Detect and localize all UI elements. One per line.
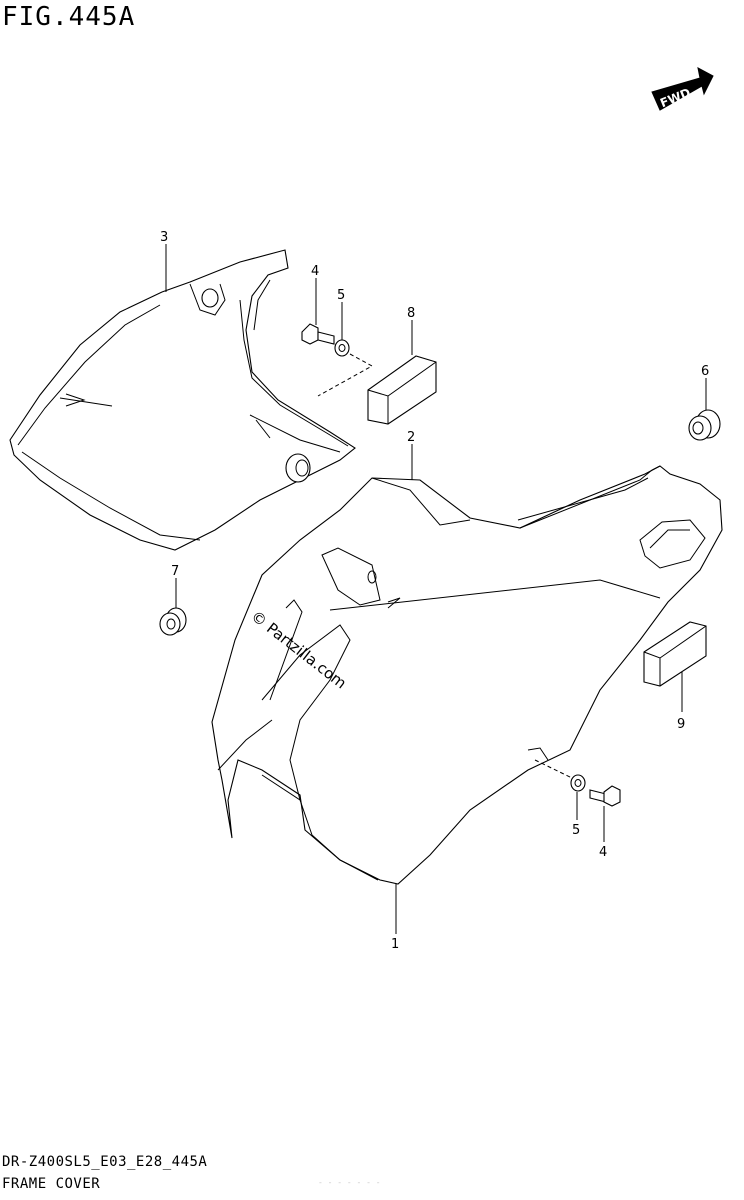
callout-8: 8 — [407, 306, 415, 321]
callout-9: 9 — [677, 717, 685, 732]
part-8-cushion[interactable] — [367, 355, 437, 425]
part-4-bolt-lower[interactable] — [589, 785, 621, 807]
callout-2: 2 — [407, 430, 415, 445]
part-9-cushion[interactable] — [643, 621, 707, 687]
callout-3: 3 — [160, 230, 168, 245]
part-7-grommet[interactable] — [159, 607, 187, 636]
part-6-grommet[interactable] — [688, 409, 721, 441]
faint-footer-text: - - - - - - - — [318, 1178, 381, 1187]
model-code: DR-Z400SL5_E03_E28_445A — [2, 1154, 208, 1170]
callout-6: 6 — [701, 364, 709, 379]
fwd-arrow-icon: FWD — [651, 67, 714, 111]
part-1-right-frame-cover[interactable] — [211, 465, 723, 885]
part-5-washer-lower[interactable] — [570, 774, 586, 792]
figure-title: FIG.445A — [2, 2, 136, 32]
part-3-left-frame-cover[interactable] — [9, 249, 356, 551]
callout-4-lower: 4 — [599, 845, 607, 860]
callout-7: 7 — [171, 564, 179, 579]
callout-4-upper: 4 — [311, 264, 319, 279]
callout-1: 1 — [391, 937, 399, 952]
callout-5-upper: 5 — [337, 288, 345, 303]
part-5-washer-upper[interactable] — [334, 339, 350, 357]
callout-5-lower: 5 — [572, 823, 580, 838]
section-name: FRAME COVER — [2, 1176, 101, 1192]
part-4-bolt-upper[interactable] — [301, 323, 335, 345]
leader-lines — [165, 244, 707, 934]
